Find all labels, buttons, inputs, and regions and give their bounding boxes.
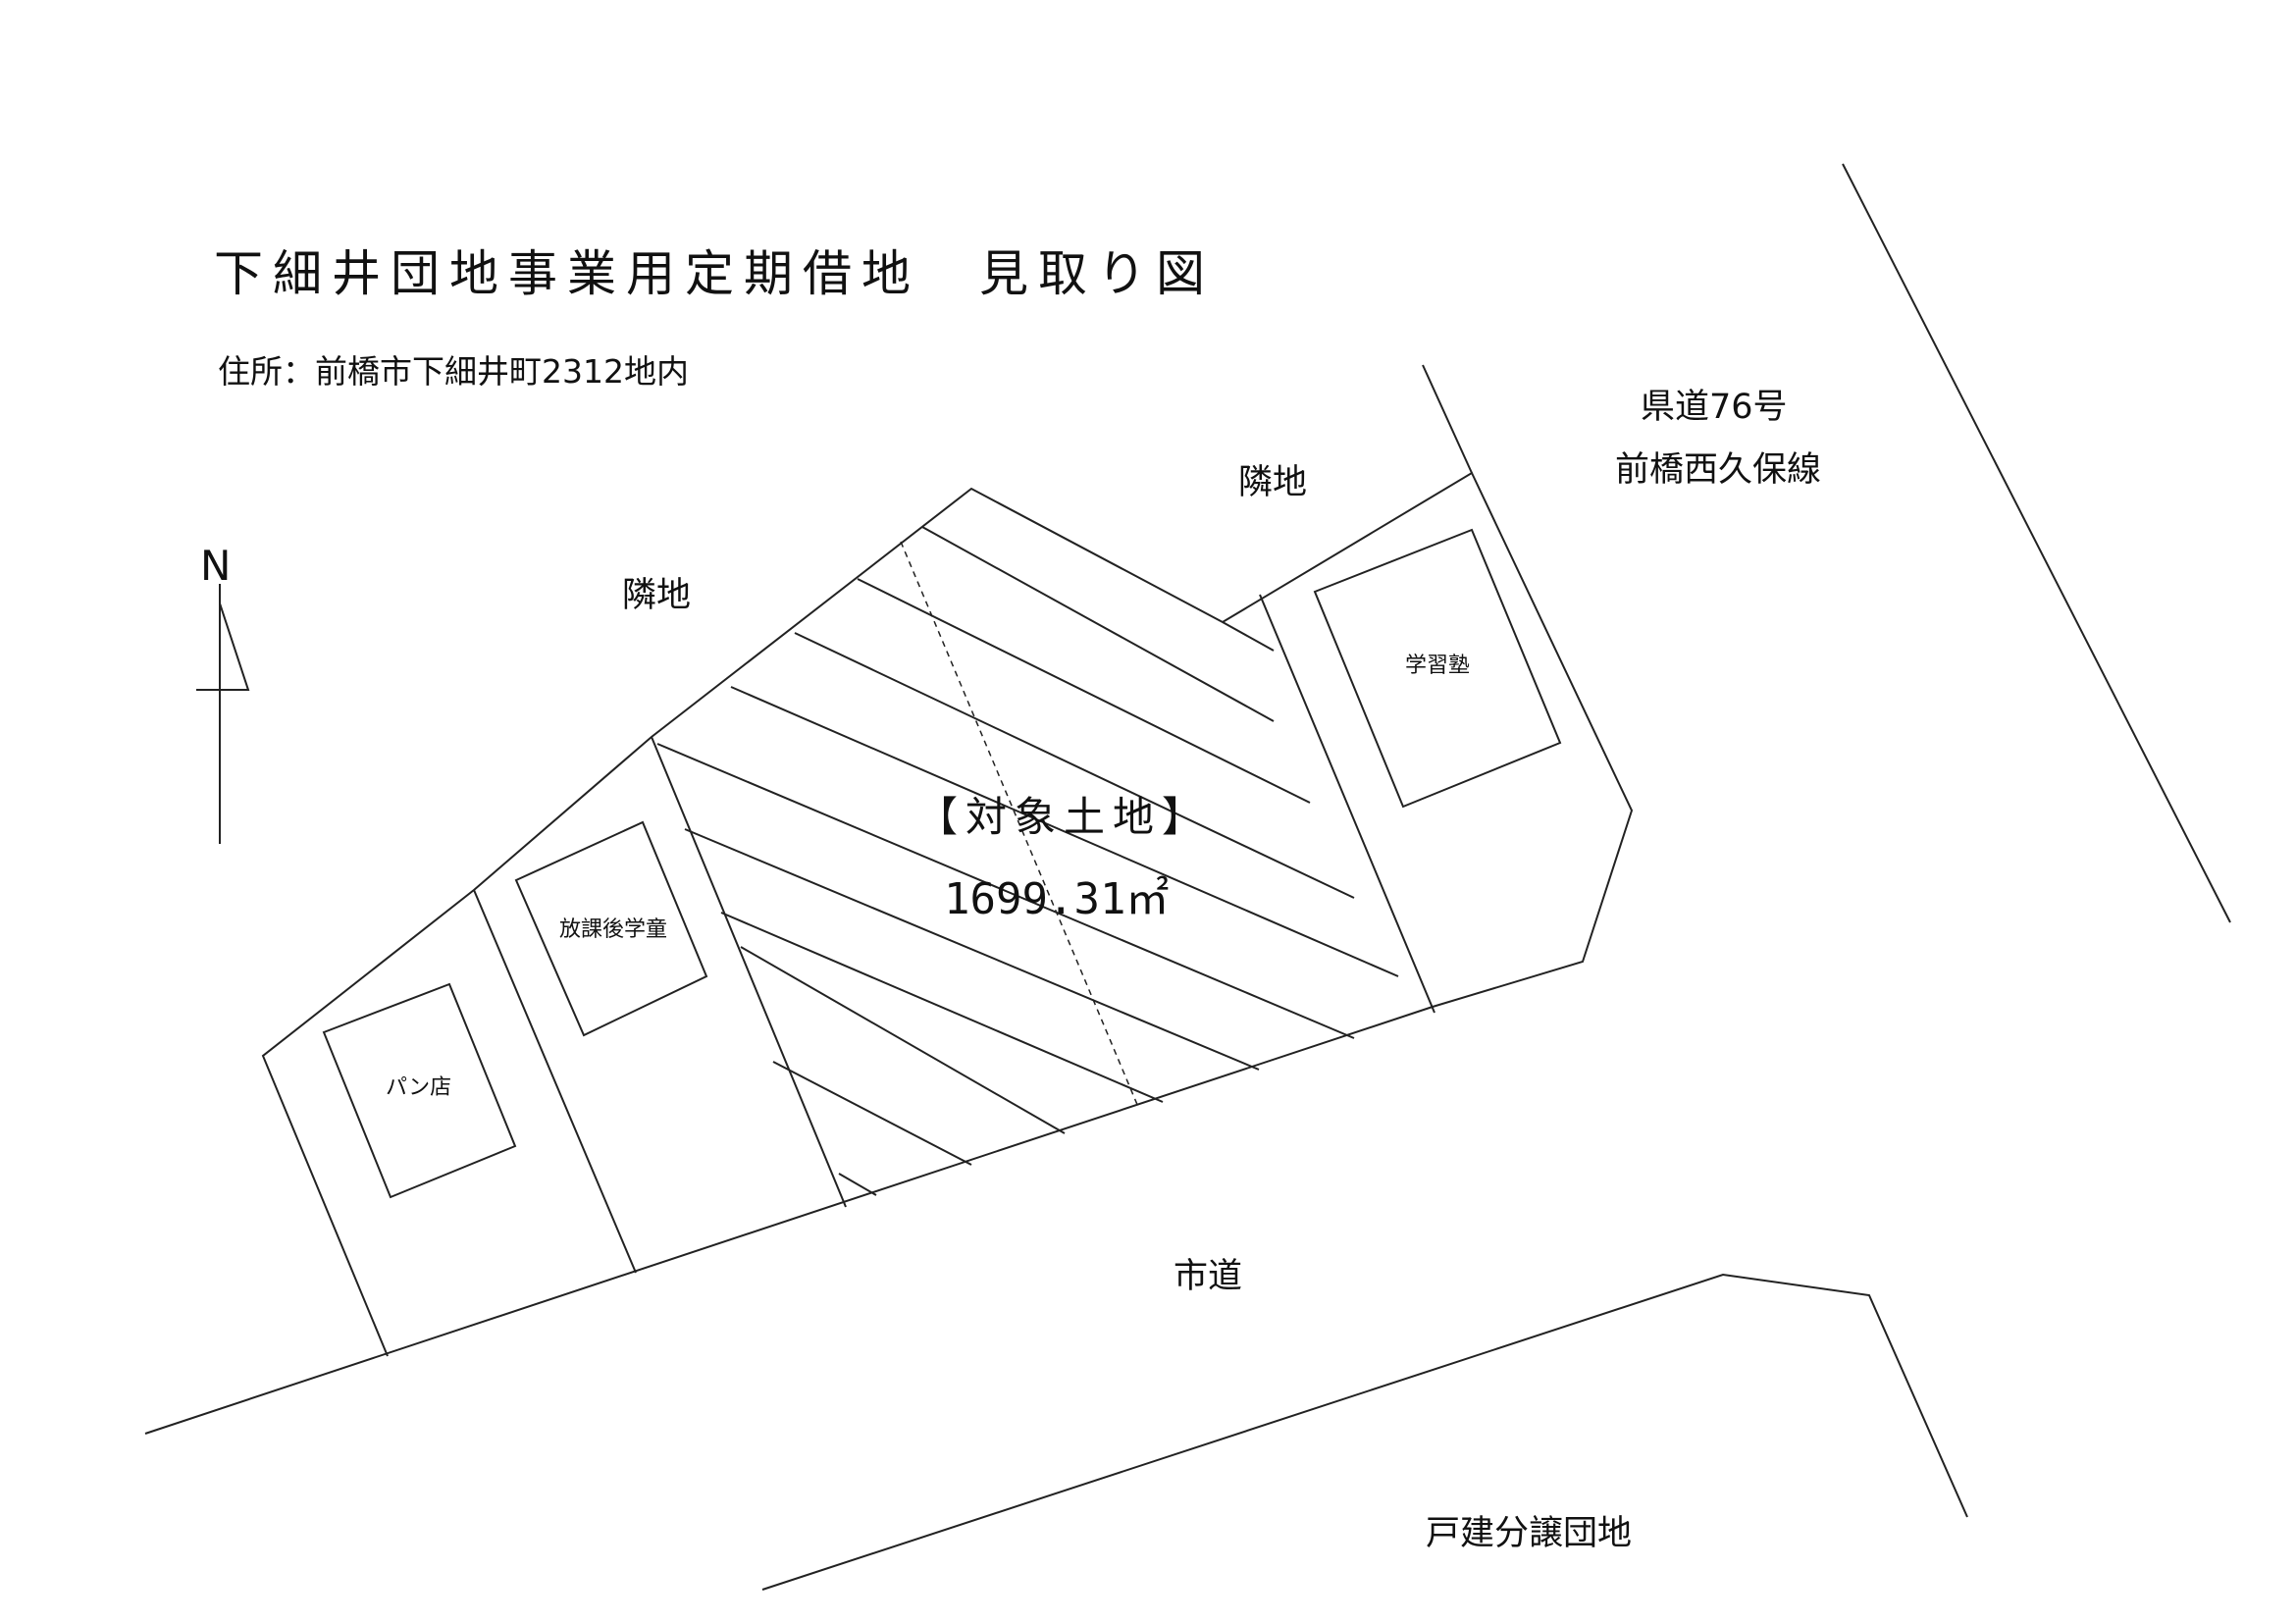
prefectural-road-edge [1842,163,2231,923]
plots-outer-boundary [261,471,1634,1357]
north-label: N [200,542,232,590]
target-corner-line [1222,621,1275,652]
prefectural-road-label-line1: 県道76号 [1641,388,1788,427]
neighbor-lot-boundary [1422,364,1473,474]
city-road-label: 市道 [1174,1257,1243,1296]
target-land-hatching [656,526,1399,1196]
address-text: 住所：前橋市下細井町2312地内 [218,352,689,391]
cram-school-label: 学習塾 [1405,654,1471,678]
afterschool-building [514,820,708,1037]
bakery-label: パン店 [386,1075,452,1100]
bakery-building [322,982,517,1199]
neighbor-label-northwest: 隣地 [622,576,692,615]
prefectural-road-label-line2: 前橋西久保線 [1615,450,1822,490]
page-title: 下細井団地事業用定期借地 見取り図 [214,245,1215,302]
city-road-south-edge [761,1273,1968,1591]
detached-housing-label: 戸建分譲団地 [1426,1514,1633,1553]
target-dashed-line [900,541,1139,1108]
divider-target-cramschool [1259,594,1435,1014]
cram-school-building [1313,528,1562,809]
north-arrow [196,584,250,844]
afterschool-label: 放課後学童 [559,917,668,942]
city-road-north-edge [144,1006,1434,1435]
target-land-label: 【対象土地】 [916,793,1212,841]
divider-afterschool-target [651,736,847,1208]
target-land-area: 1699.31㎡ [944,874,1170,924]
divider-bakery-afterschool [473,889,637,1274]
neighbor-label-north: 隣地 [1238,463,1308,502]
